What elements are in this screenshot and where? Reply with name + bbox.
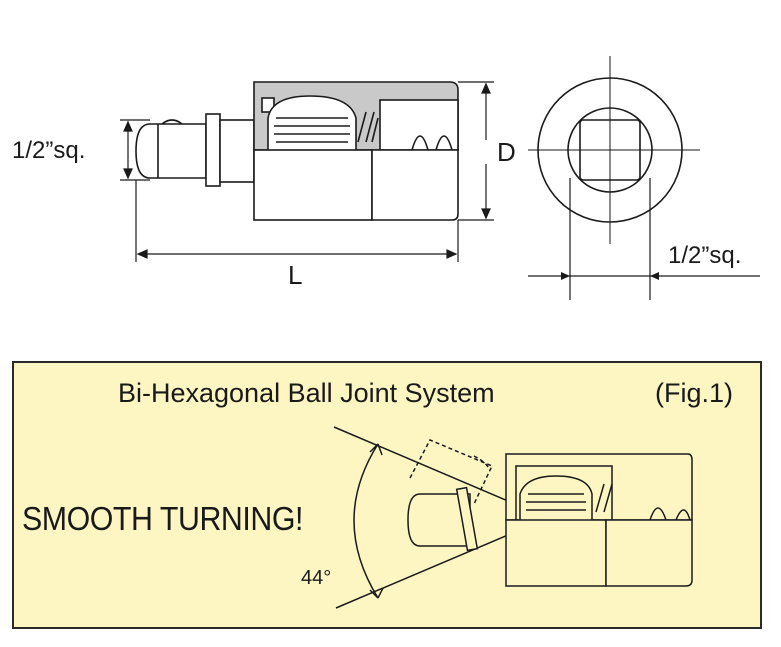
- end-view: [528, 56, 760, 300]
- fig1-shaft: [407, 493, 471, 547]
- top-technical-drawing: [120, 56, 760, 300]
- fig1-title: Bi-Hexagonal Ball Joint System: [118, 378, 495, 408]
- fig1-figure-label: (Fig.1): [655, 378, 734, 408]
- square-drive-right-label: 1/2”sq.: [668, 242, 742, 269]
- square-drive-left-label: 1/2”sq.: [12, 137, 86, 164]
- ball-joint: [267, 95, 357, 150]
- fig1-slogan: SMOOTH TURNING!: [22, 500, 303, 537]
- square-drive-stub: [135, 123, 207, 179]
- fig1-angle-label: 44°: [301, 567, 332, 589]
- diameter-label: D: [497, 137, 516, 167]
- angle-arc: [353, 443, 379, 599]
- side-view: [135, 81, 459, 221]
- length-label: L: [288, 260, 303, 290]
- tilted-position-outline: [409, 439, 494, 505]
- fig1-lower-body: [505, 519, 607, 587]
- dimension-lines: [120, 81, 494, 262]
